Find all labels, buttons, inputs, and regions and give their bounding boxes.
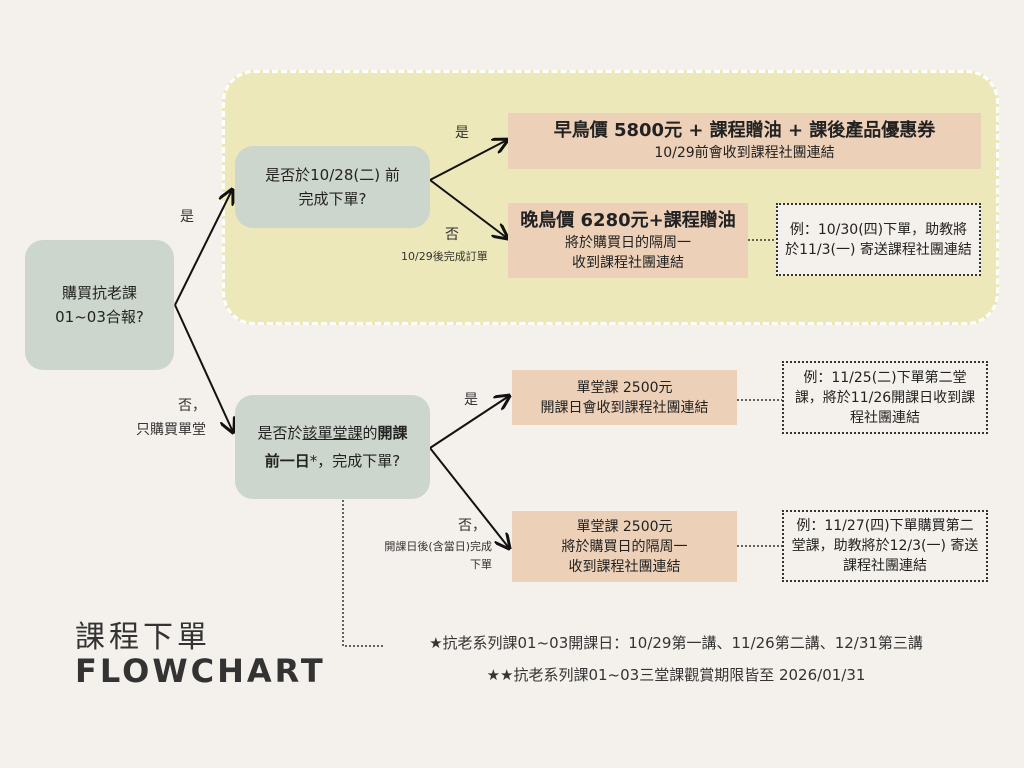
root-node: 購買抗老課 01~03合報? bbox=[25, 240, 174, 370]
single-no-sub2: 收到課程社團連結 bbox=[568, 558, 681, 575]
early-bird-title: 早鳥價 5800元 + 課程贈油 + 課後產品優惠券 bbox=[553, 120, 936, 141]
single-no-box: 單堂課 2500元 將於購買日的隔周一 收到課程社團連結 bbox=[512, 511, 737, 582]
q2-yes-label: 是 bbox=[464, 392, 478, 408]
single-yes-note: 例：11/25(二)下單第二堂課，將於11/26開課日收到課程社團連結 bbox=[782, 361, 988, 434]
q1-line2: 完成下單? bbox=[298, 190, 367, 208]
q1-no-label: 否 bbox=[445, 227, 459, 243]
q2-no-sublabel2: 下單 bbox=[470, 558, 492, 571]
footnote-2: ★★抗老系列課01~03三堂課觀賞期限皆至 2026/01/31 bbox=[486, 666, 866, 684]
q2-p6: *，完成下單? bbox=[309, 452, 401, 470]
arrow-q1-yes bbox=[429, 140, 507, 181]
root-no-line2: 只購買單堂 bbox=[136, 422, 206, 438]
root-yes-label: 是 bbox=[180, 209, 194, 225]
q2-no-sublabel1: 開課日後(含當日)完成 bbox=[384, 540, 492, 553]
q2-node: 是否於該單堂課的開課前一日*，完成下單? bbox=[235, 395, 430, 499]
single-yes-sub: 開課日會收到課程社團連結 bbox=[540, 399, 709, 416]
arrow-q2-yes bbox=[429, 396, 509, 449]
single-no-title: 單堂課 2500元 bbox=[576, 518, 673, 535]
root-line2: 01~03合報? bbox=[55, 308, 144, 326]
single-no-sub1: 將於購買日的隔周一 bbox=[561, 538, 688, 555]
late-bird-sub2: 收到課程社團連結 bbox=[572, 254, 684, 271]
q2-p4: 開課 bbox=[377, 424, 408, 442]
arrow-q1-no bbox=[429, 179, 507, 238]
q2-p2: 該單堂課 bbox=[302, 424, 363, 442]
dotted-link-footnote bbox=[342, 500, 385, 647]
early-bird-sub: 10/29前會收到課程社團連結 bbox=[654, 145, 835, 161]
title-en: FLOWCHART bbox=[75, 652, 326, 690]
q1-node: 是否於10/28(二) 前完成下單? bbox=[235, 146, 430, 228]
footnote-1: ★抗老系列課01~03開課日：10/29第一講、11/26第二講、12/31第三… bbox=[429, 634, 923, 652]
arrow-root-no bbox=[174, 304, 233, 432]
title-zh: 課程下單 bbox=[75, 620, 211, 655]
late-bird-sub1: 將於購買日的隔周一 bbox=[565, 234, 691, 251]
single-no-note: 例：11/27(四)下單購買第二堂課，助教將於12/3(一) 寄送課程社團連結 bbox=[782, 510, 988, 582]
q2-p3: 的 bbox=[362, 424, 378, 442]
early-bird-box: 早鳥價 5800元 + 課程贈油 + 課後產品優惠券 10/29前會收到課程社團… bbox=[508, 113, 981, 169]
q2-text: 是否於該單堂課的開課前一日*，完成下單? bbox=[257, 419, 407, 475]
late-bird-box: 晚鳥價 6280元+課程贈油 將於購買日的隔周一 收到課程社團連結 bbox=[508, 203, 748, 278]
arrow-q2-no bbox=[429, 447, 509, 548]
arrow-root-yes bbox=[174, 190, 232, 306]
late-bird-title: 晚鳥價 6280元+課程贈油 bbox=[520, 209, 736, 231]
root-line1: 購買抗老課 bbox=[61, 284, 137, 302]
root-no-label: 否， 只購買單堂 bbox=[120, 394, 206, 442]
q2-no-label: 否， bbox=[458, 518, 486, 534]
single-yes-box: 單堂課 2500元 開課日會收到課程社團連結 bbox=[512, 370, 737, 425]
q2-no-sublabel: 開課日後(含當日)完成下單 bbox=[360, 538, 492, 574]
q1-no-sublabel: 10/29後完成訂單 bbox=[401, 250, 488, 263]
q1-line1: 是否於10/28(二) 前 bbox=[265, 166, 400, 184]
q1-yes-label: 是 bbox=[455, 125, 469, 141]
root-no-line1: 否， bbox=[178, 398, 206, 414]
q2-p1: 是否於 bbox=[257, 424, 303, 442]
q2-p5: 前一日 bbox=[264, 452, 310, 470]
late-bird-note: 例：10/30(四)下單，助教將於11/3(一) 寄送課程社團連結 bbox=[776, 203, 981, 276]
single-yes-title: 單堂課 2500元 bbox=[576, 379, 673, 396]
